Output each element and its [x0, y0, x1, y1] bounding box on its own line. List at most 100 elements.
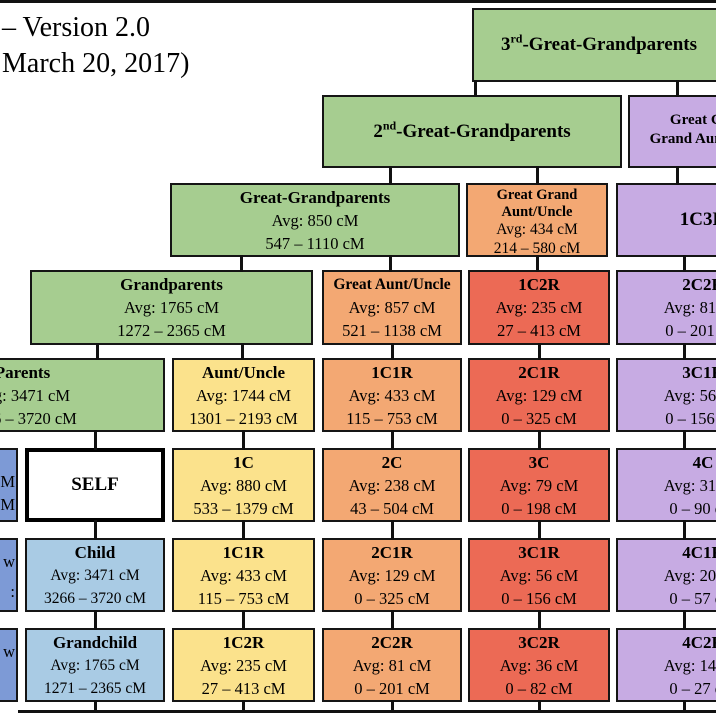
node-label: 3C [528, 453, 550, 472]
node-label: 3C1R [682, 363, 716, 382]
node-left-cropped-row8: w [0, 628, 18, 702]
node-range: 521 – 1138 cM [342, 321, 442, 340]
node-avg: Avg: 81 cM [352, 656, 432, 675]
node-2c1r-upper: 2C1R Avg: 129 cM 0 – 325 cM [468, 358, 610, 432]
node-parents: Parents Avg: 3471 cM 3266 – 3720 cM [0, 358, 165, 432]
connector-line [683, 700, 686, 711]
node-label: 1C2R [222, 633, 265, 652]
node-grandparents: Grandparents Avg: 1765 cM 1272 – 2365 cM [30, 270, 313, 345]
node-1c1r-upper: 1C1R Avg: 433 cM 115 – 753 cM [322, 358, 462, 432]
connector-line [389, 255, 392, 272]
cropped-text-fragment: w [3, 642, 15, 661]
node-child: Child Avg: 3471 cM 3266 – 3720 cM [25, 538, 165, 612]
node-avg: Avg: 235 cM [495, 298, 583, 317]
connector-line [536, 166, 539, 185]
node-range: 533 – 1379 cM [193, 499, 294, 518]
node-3c2r: 3C2R Avg: 36 cM 0 – 82 cM [468, 628, 610, 702]
node-range: 3266 – 3720 cM [43, 590, 147, 607]
node-self: SELF [25, 448, 165, 522]
node-avg: Avg: 129 cM [495, 386, 583, 405]
node-label: 2C1R [518, 363, 560, 382]
node-label: 1C3R [679, 209, 716, 230]
connector-line [536, 255, 539, 272]
node-1c3r: 1C3R [616, 183, 716, 257]
node-avg: Avg: 1765 cM [123, 298, 220, 317]
node-label: Aunt/Uncle [201, 363, 286, 382]
node-avg: Avg: 81 cM [663, 298, 716, 317]
chart-title: – Version 2.0 March 20, 2017) [2, 10, 189, 82]
connector-line [391, 700, 394, 711]
node-avg: Avg: 3471 cM [50, 567, 140, 584]
node-avg: Avg: 433 cM [348, 386, 436, 405]
connector-line [94, 520, 97, 540]
node-label: 4C2R [682, 633, 716, 652]
node-range: 0 – 201 cM [354, 679, 430, 698]
node-avg: Avg: 1744 cM [195, 386, 292, 405]
node-label: 4C [692, 453, 714, 472]
node-4c: 4C Avg: 31 cM 0 – 90 cM [616, 448, 716, 522]
node-range: 27 – 413 cM [201, 679, 286, 698]
node-great-aunt-uncle: Great Aunt/Uncle Avg: 857 cM 521 – 1138 … [322, 270, 462, 345]
node-range: 1301 – 2193 cM [189, 409, 298, 428]
connector-line [538, 520, 541, 540]
node-left-cropped-row7: w : [0, 538, 18, 612]
node-avg: Avg: 880 cM [200, 476, 287, 495]
node-2c2r-lower: 2C2R Avg: 81 cM 0 – 201 cM [322, 628, 462, 702]
node-avg: Avg: 3471 cM [0, 386, 71, 405]
node-3c: 3C Avg: 79 cM 0 – 198 cM [468, 448, 610, 522]
node-label: 3rd-Great-Grandparents [500, 31, 697, 55]
node-grandchild: Grandchild Avg: 1765 cM 1271 – 2365 cM [25, 628, 165, 702]
node-label: Aunt/Uncle [501, 204, 573, 220]
connector-line [391, 430, 394, 450]
chart-title-line1: – Version 2.0 [2, 12, 151, 43]
node-range: 0 – 82 cM [505, 679, 573, 698]
node-range: 27 – 413 cM [497, 321, 581, 340]
node-great-grandparents: Great-Grandparents Avg: 850 cM 547 – 111… [170, 183, 460, 257]
node-avg: Avg: 850 cM [271, 211, 359, 230]
node-label: Great Great [669, 112, 716, 128]
node-avg: Avg: 36 cM [499, 656, 579, 675]
node-range: 115 – 753 cM [197, 589, 290, 608]
connector-line [94, 700, 97, 711]
node-avg: Avg: 56 cM [499, 566, 579, 585]
connector-line [683, 343, 686, 360]
node-range: 43 – 504 cM [350, 499, 434, 518]
connector-line [683, 520, 686, 540]
node-range: 0 – 57 cM [669, 589, 716, 608]
connector-line [391, 610, 394, 630]
connector-line [242, 700, 245, 711]
chart-top-border [0, 0, 716, 3]
node-label: 2nd-Great-Grandparents [373, 118, 571, 142]
node-avg: Avg: 129 cM [348, 566, 436, 585]
node-1c2r-lower: 1C2R Avg: 235 cM 27 – 413 cM [172, 628, 315, 702]
node-range: 214 – 580 cM [493, 239, 581, 257]
node-avg: Avg: 20 cM [663, 566, 716, 585]
node-range: 0 – 201 cM [665, 321, 716, 340]
node-avg: Avg: 433 cM [200, 566, 287, 585]
connector-line [474, 80, 477, 97]
node-label: Great Aunt/Uncle [333, 276, 451, 293]
node-range: 0 – 325 cM [501, 409, 577, 428]
node-range: 0 – 156 cM [501, 589, 577, 608]
node-range: 0 – 156 cM [665, 409, 716, 428]
node-range: 115 – 753 cM [346, 409, 438, 428]
connector-line [683, 610, 686, 630]
node-2c: 2C Avg: 238 cM 43 – 504 cM [322, 448, 462, 522]
node-label: 1C [233, 453, 254, 472]
connector-line [242, 430, 245, 450]
node-left-cropped-row6: M M [0, 448, 18, 522]
cropped-text-fragment: M [0, 472, 15, 491]
node-label: 3C1R [518, 543, 560, 562]
connector-line [94, 610, 97, 630]
node-avg: Avg: 14 cM [663, 656, 716, 675]
node-label: 1C2R [518, 275, 560, 294]
connector-line [538, 430, 541, 450]
node-2nd-great-grandparents: 2nd-Great-Grandparents [322, 95, 622, 168]
node-great-great-grand-aunt-uncle: Great Great Grand Aunt/Uncle [628, 95, 716, 168]
node-label: 1C1R [222, 543, 265, 562]
node-4c2r: 4C2R Avg: 14 cM 0 – 27 cM [616, 628, 716, 702]
connector-line [676, 166, 679, 185]
connector-line [676, 80, 679, 97]
node-label: Grandparents [120, 275, 223, 294]
node-label: 2C [381, 453, 403, 472]
